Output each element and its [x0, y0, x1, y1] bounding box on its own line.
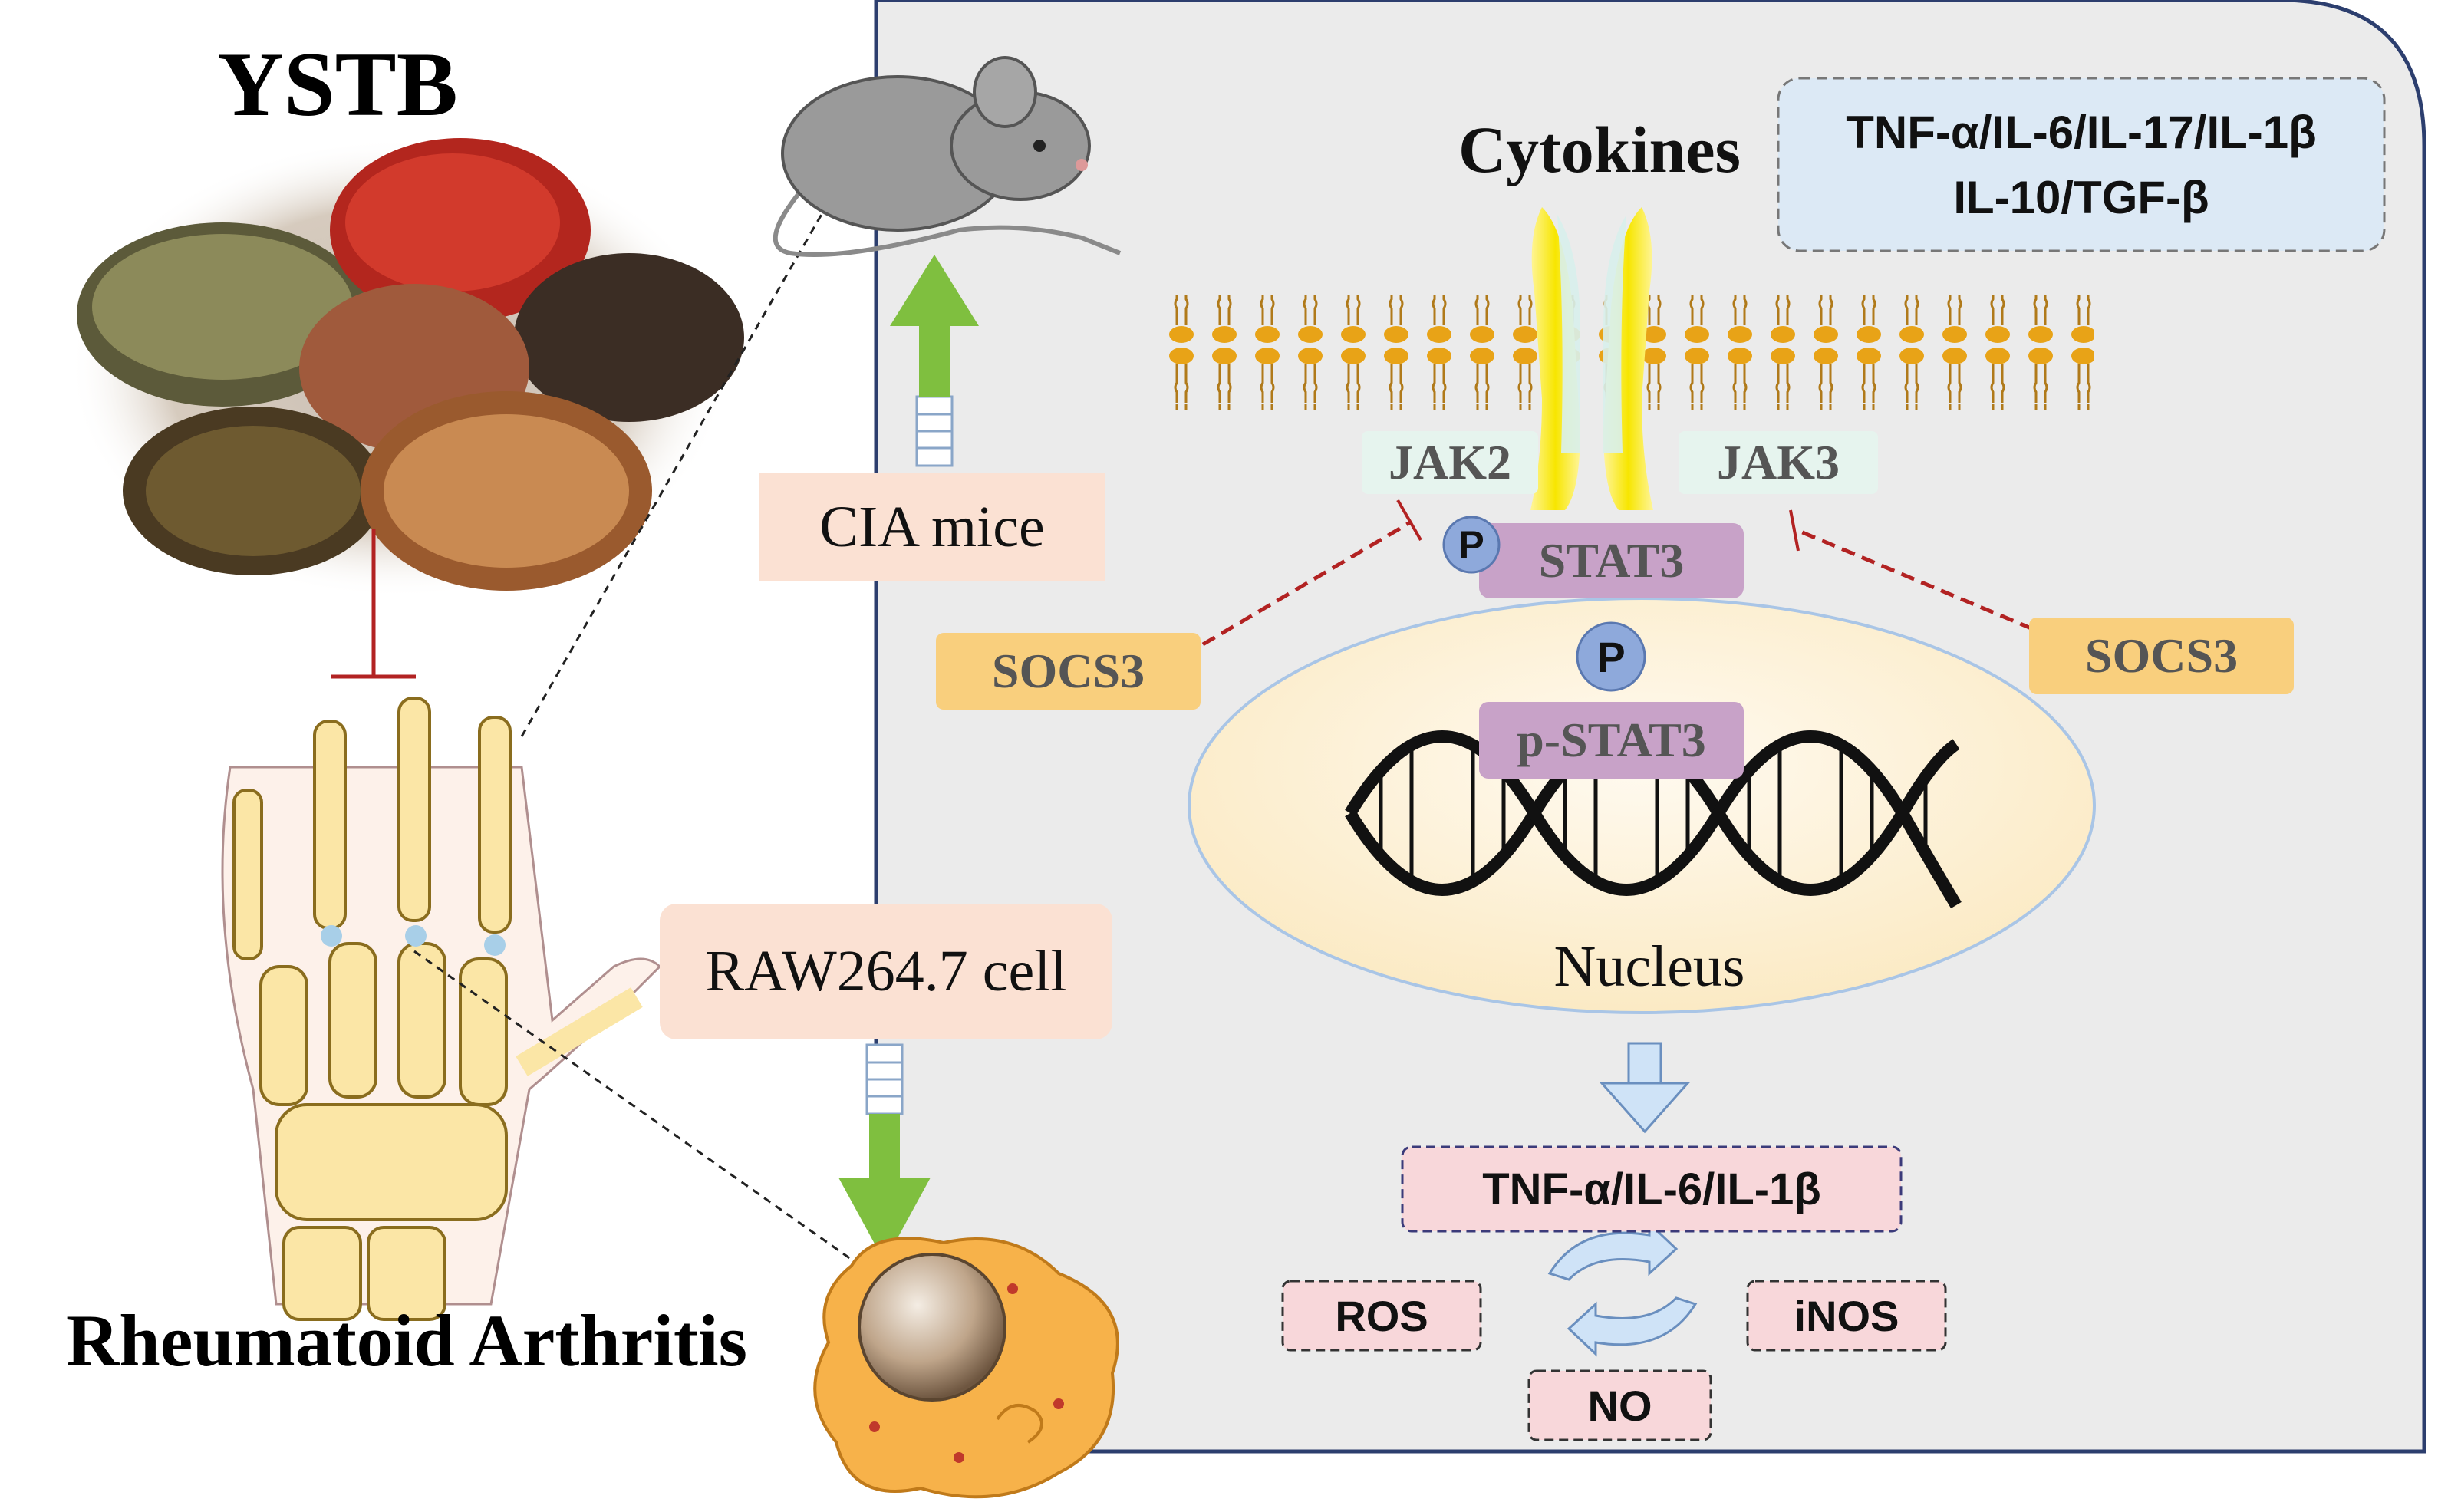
p-stat3-label: p-STAT3	[1517, 713, 1706, 767]
jak3-label: JAK3	[1717, 435, 1840, 489]
phospho-label: P	[1458, 523, 1484, 566]
inos-box	[1746, 1280, 1947, 1352]
socs3-left-label: SOCS3	[991, 644, 1145, 698]
raw-cell-box	[660, 904, 1112, 1039]
arrow-nucleus-to-output	[1599, 1042, 1691, 1134]
output-cytokines-box	[1401, 1145, 1903, 1233]
mouse-image	[773, 56, 1122, 257]
cytokines-title: Cytokines	[1458, 113, 1741, 186]
cytokines-list-box	[1777, 77, 2386, 252]
cia-mice-box	[759, 473, 1105, 581]
stat3-label: STAT3	[1538, 533, 1685, 588]
herb-title: YSTB	[217, 33, 458, 135]
ros-box	[1281, 1280, 1482, 1352]
no-label: NO	[1587, 1381, 1652, 1430]
output-cytokines-label: TNF-α/IL-6/IL-1β	[1482, 1164, 1821, 1214]
socs3-right-inhibition	[1794, 527, 2034, 631]
zoom-line-mouse	[520, 195, 834, 737]
stat3-box	[1479, 523, 1744, 598]
raw-cell-label: RAW264.7 cell	[705, 939, 1067, 1003]
socs3-left-box	[936, 633, 1201, 710]
disease-title: Rheumatoid Arthritis	[66, 1299, 747, 1382]
jak3-box	[1679, 431, 1878, 494]
jak2-label: JAK2	[1389, 435, 1511, 489]
nuclear-phospho-label: P	[1596, 632, 1626, 681]
ros-label: ROS	[1335, 1291, 1428, 1340]
socs3-left-inhibition	[1201, 519, 1413, 647]
arrow-down-to-macrophage	[838, 1043, 931, 1262]
cycle-arrows	[1547, 1220, 1698, 1357]
p-stat3-box	[1479, 702, 1744, 779]
nucleus-label: Nucleus	[1553, 934, 1745, 999]
nuclear-phospho-circle	[1576, 621, 1646, 692]
jak2-box	[1362, 431, 1538, 494]
cytokine-receptor	[1530, 207, 1653, 510]
cytokines-list-line1: TNF-α/IL-6/IL-17/IL-1β	[1846, 107, 2317, 158]
inos-label: iNOS	[1794, 1291, 1899, 1340]
hand-skeleton-image	[221, 697, 662, 1321]
cia-mice-label: CIA mice	[819, 494, 1045, 559]
zoom-line-macrophage	[413, 950, 883, 1283]
herb-collage-image	[69, 138, 744, 598]
phospho-circle	[1442, 516, 1501, 574]
cytokines-list-line2: IL-10/TGF-β	[1953, 172, 2209, 223]
no-box	[1527, 1369, 1712, 1441]
macrophage-image	[813, 1237, 1119, 1499]
socs3-right-label: SOCS3	[2084, 628, 2239, 683]
socs3-right-box	[2029, 618, 2294, 694]
arrow-up-to-mouse	[890, 255, 979, 467]
